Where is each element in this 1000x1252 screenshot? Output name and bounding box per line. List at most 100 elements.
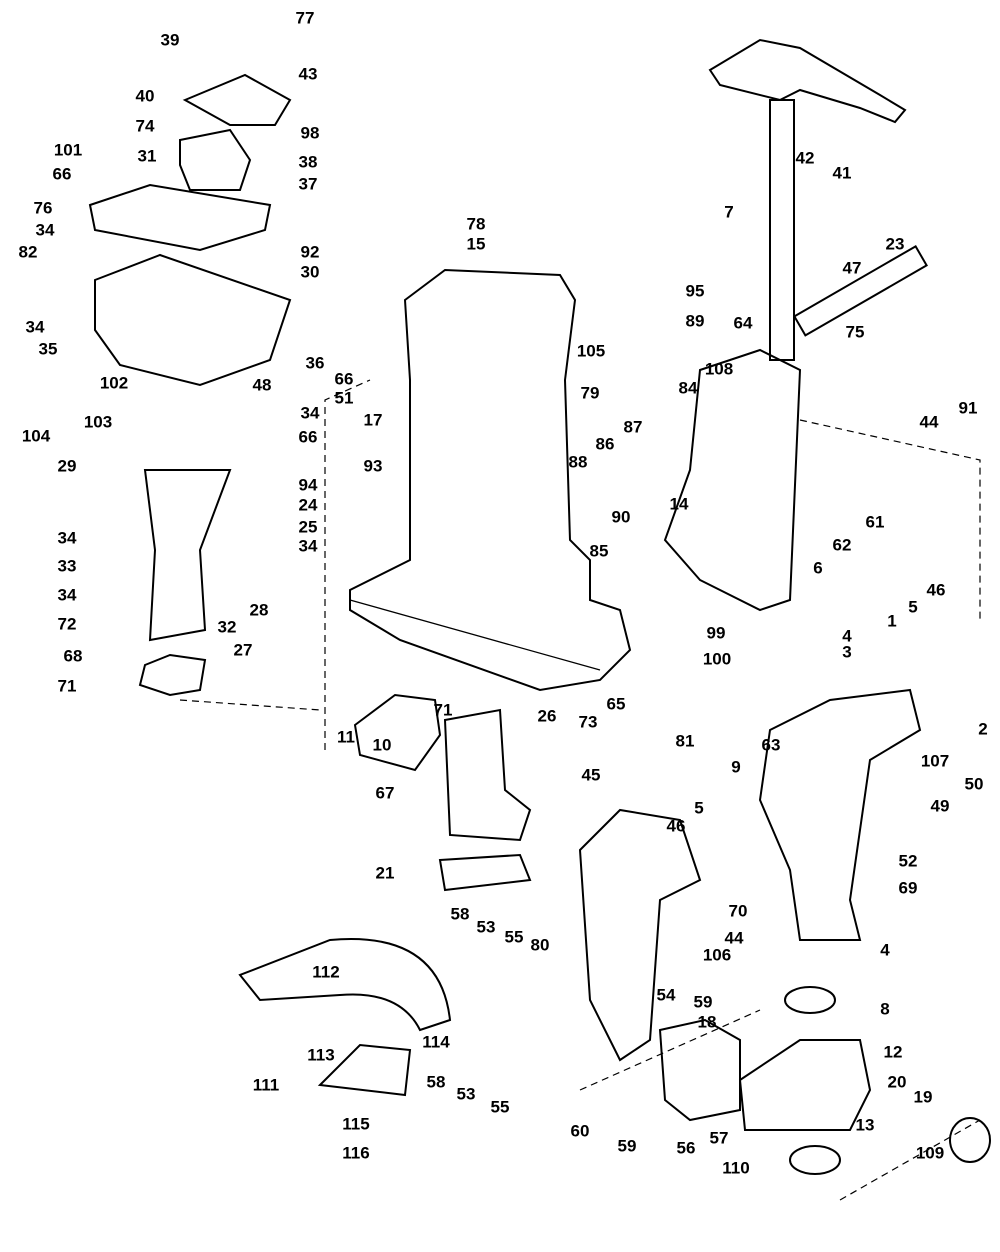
shield-plate (238, 938, 452, 1032)
part-number-label: 57 (709, 1128, 729, 1148)
part-number-label: 80 (530, 935, 550, 955)
part-number-label: 34 (25, 317, 45, 337)
part-number-label: 41 (832, 163, 852, 183)
module (179, 128, 252, 191)
part-number-label: 45 (581, 765, 601, 785)
part-number-label: 109 (915, 1143, 945, 1163)
part-number-label: 8 (880, 999, 890, 1019)
assembly-line (324, 379, 371, 750)
part-number-label: 86 (595, 434, 615, 454)
part-number-label: 98 (300, 123, 320, 143)
part-number-label: 13 (855, 1115, 875, 1135)
part-number-label: 66 (334, 369, 354, 389)
part-number-label: 63 (761, 735, 781, 755)
gasket-71 (138, 653, 207, 697)
part-number-label: 61 (865, 512, 885, 532)
part-number-label: 15 (466, 234, 486, 254)
part-number-label: 66 (298, 427, 318, 447)
bracket-plate (182, 73, 292, 126)
part-number-label: 59 (617, 1136, 637, 1156)
part-number-label: 58 (450, 904, 470, 924)
part-number-label: 20 (887, 1072, 907, 1092)
part-number-label: 44 (919, 412, 939, 432)
part-number-label: 33 (57, 556, 77, 576)
part-number-label: 95 (685, 281, 705, 301)
part-number-label: 71 (433, 700, 453, 720)
part-number-label: 74 (135, 116, 155, 136)
part-number-label: 87 (623, 417, 643, 437)
part-number-label: 55 (504, 927, 524, 947)
part-number-label: 4 (880, 940, 890, 960)
part-number-label: 55 (490, 1097, 510, 1117)
part-number-label: 44 (724, 928, 744, 948)
part-number-label: 68 (63, 646, 83, 666)
part-number-label: 101 (53, 140, 83, 160)
part-number-label: 28 (249, 600, 269, 620)
part-number-label: 5 (694, 798, 704, 818)
part-number-label: 37 (298, 174, 318, 194)
stern-bracket (758, 688, 922, 941)
part-number-label: 56 (676, 1138, 696, 1158)
part-number-label: 34 (35, 220, 55, 240)
part-number-label: 77 (295, 8, 315, 28)
gasket-21 (438, 853, 532, 892)
part-number-label: 75 (845, 322, 865, 342)
part-number-label: 67 (375, 783, 395, 803)
part-number-label: 50 (964, 774, 984, 794)
part-number-label: 89 (685, 311, 705, 331)
part-number-label: 52 (898, 851, 918, 871)
part-number-label: 66 (52, 164, 72, 184)
part-number-label: 111 (252, 1075, 280, 1095)
part-number-label: 3 (842, 642, 852, 662)
seal-8 (784, 986, 836, 1014)
swivel-bracket (663, 348, 802, 612)
lower-mount (658, 1018, 741, 1122)
part-number-label: 88 (568, 452, 588, 472)
part-number-label: 34 (298, 536, 318, 556)
part-number-label: 92 (300, 242, 320, 262)
gasket-plate (88, 183, 272, 252)
part-number-label: 2 (978, 719, 988, 739)
part-number-label: 102 (99, 373, 129, 393)
part-number-label: 76 (33, 198, 53, 218)
part-number-label: 94 (298, 475, 318, 495)
part-number-label: 14 (669, 494, 689, 514)
part-number-label: 112 (312, 962, 340, 982)
assembly-line (799, 419, 981, 620)
steering-arm (708, 38, 907, 361)
part-number-label: 34 (57, 585, 77, 605)
part-number-label: 53 (476, 917, 496, 937)
part-number-label: 103 (83, 412, 113, 432)
part-number-label: 43 (298, 64, 318, 84)
part-number-label: 36 (305, 353, 325, 373)
part-number-label: 106 (702, 945, 732, 965)
part-number-label: 104 (21, 426, 51, 446)
part-number-label: 24 (298, 495, 318, 515)
part-number-label: 17 (363, 410, 383, 430)
part-number-label: 40 (135, 86, 155, 106)
part-number-label: 38 (298, 152, 318, 172)
assembly-line (839, 1119, 981, 1201)
part-number-label: 72 (57, 614, 77, 634)
part-number-label: 91 (958, 398, 978, 418)
cover-plate (353, 693, 442, 772)
part-number-label: 42 (795, 148, 815, 168)
part-number-label: 31 (137, 146, 157, 166)
part-number-label: 23 (885, 234, 905, 254)
part-number-label: 69 (898, 878, 918, 898)
part-number-label: 62 (832, 535, 852, 555)
part-number-label: 99 (706, 623, 726, 643)
part-number-label: 90 (611, 507, 631, 527)
part-number-label: 78 (466, 214, 486, 234)
part-number-label: 34 (57, 528, 77, 548)
assembly-line (579, 1009, 761, 1091)
part-number-label: 81 (675, 731, 695, 751)
part-number-label: 70 (728, 901, 748, 921)
part-number-label: 39 (160, 30, 180, 50)
part-number-label: 65 (606, 694, 626, 714)
part-number-label: 59 (693, 992, 713, 1012)
part-number-label: 27 (233, 640, 253, 660)
bushing-110 (789, 1145, 841, 1175)
part-number-label: 32 (217, 617, 237, 637)
